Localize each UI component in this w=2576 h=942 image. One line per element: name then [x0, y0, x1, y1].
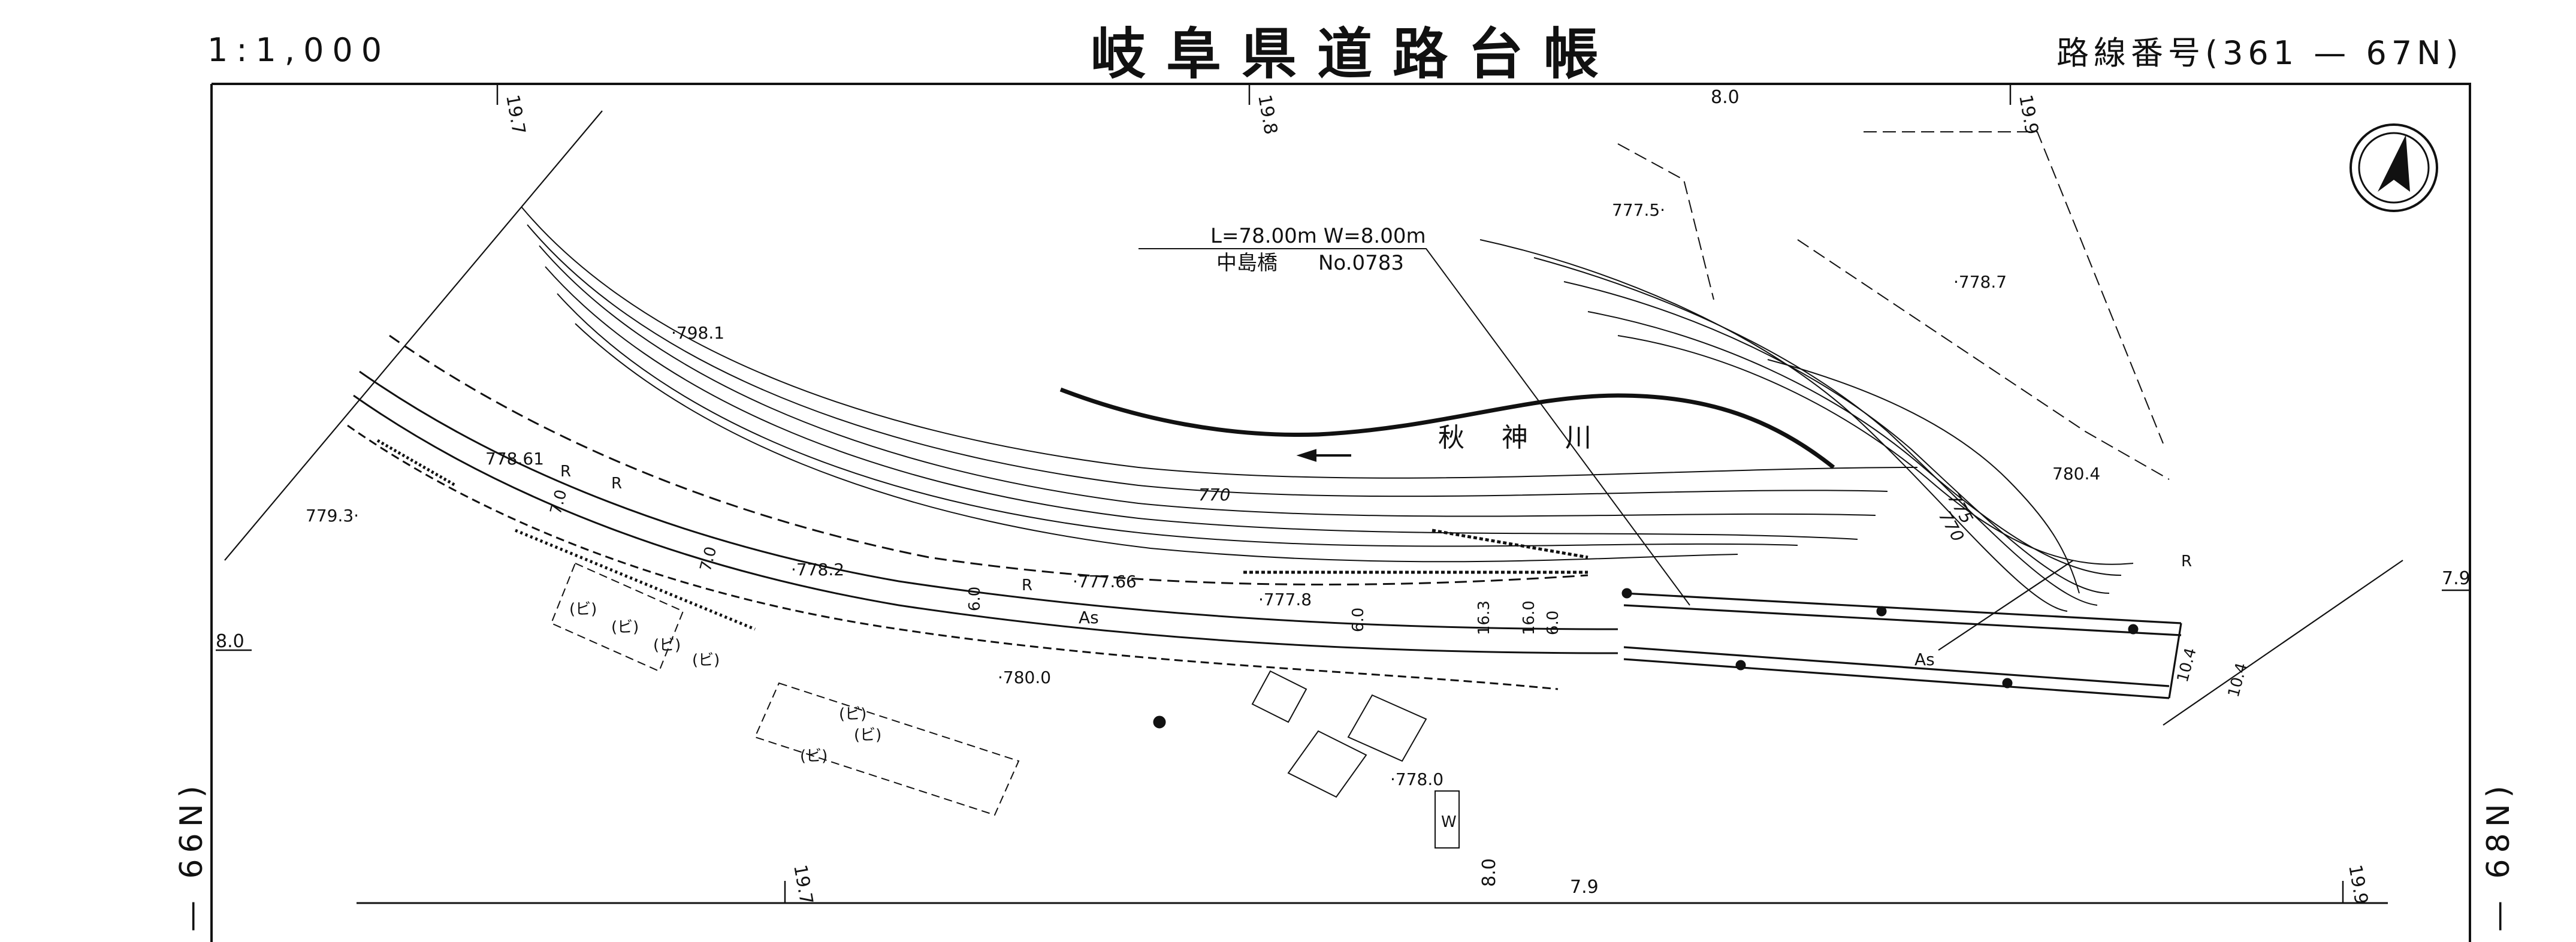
elevation-labels: ·798.1 779.3· 778.61 ·778.2 ·777.66 ·777… [306, 200, 2100, 789]
parking-mark: (ビ) [692, 651, 720, 669]
map-markers: W (ビ) (ビ) (ビ) (ビ) (ビ) (ビ) (ビ) R R R R [560, 463, 2192, 831]
rock-mark: R [1022, 576, 1032, 594]
elevation-point: ·798.1 [671, 323, 724, 343]
road-surface: As [1079, 608, 1099, 627]
contour-label: 770 [1198, 485, 1230, 505]
bridge-name: 中島橋 [1216, 251, 1278, 275]
surface-labels: As As [1079, 608, 1935, 669]
grid-label: 19.9 [2015, 93, 2042, 136]
parking-mark: (ビ) [800, 747, 828, 765]
elevation-point: 780.4 [2052, 464, 2100, 484]
grid-label: 7.9 [2442, 568, 2471, 589]
grid-ticks [216, 84, 2470, 903]
road-width: 6.0 [1544, 611, 1562, 635]
road-width: 16.3 [1475, 600, 1493, 635]
map-title: 岐阜県道路台帳 [1091, 22, 1620, 86]
map-scale: 1:1,000 [207, 31, 391, 69]
elevation-point: 777.5· [1612, 200, 1665, 220]
grid-label: 8.0 [216, 631, 244, 652]
road-width: 16.0 [1520, 600, 1538, 635]
road-surface: As [1914, 650, 1935, 669]
hatched-strips [376, 439, 1589, 631]
elevation-point: ·778.2 [791, 560, 844, 579]
bridge-number: No.0783 [1318, 251, 1404, 275]
grid-label: 19.7 [789, 863, 817, 906]
grid-label: 7.9 [1570, 877, 1599, 898]
parking-mark: (ビ) [653, 636, 681, 654]
road-width: 10.4 [2225, 661, 2251, 699]
bridge-deck [1623, 592, 2182, 699]
road-width: 10.4 [2174, 646, 2200, 684]
grid-label: 19.8 [1254, 93, 1281, 136]
grid-label: 8.0 [1479, 858, 1500, 887]
road-width-labels: 7.0 7.0 6.0 6.0 16.3 16.0 6.0 10.4 10.4 [547, 488, 2251, 699]
elevation-point: 778.61 [485, 449, 544, 469]
flow-arrow [1296, 449, 1351, 462]
grid-label: 19.7 [502, 93, 529, 136]
rock-mark: R [560, 463, 571, 481]
elevation-point: 779.3· [306, 506, 359, 526]
road-width: 7.0 [697, 545, 721, 573]
bridge-leader [1138, 248, 1690, 606]
road-width: 6.0 [1349, 608, 1367, 632]
building-w: W [1441, 813, 1457, 831]
elevation-point: ·777.66 [1073, 572, 1137, 591]
rock-mark: R [611, 475, 622, 493]
road-width: 6.0 [966, 587, 984, 611]
parking-mark: (ビ) [611, 618, 639, 636]
parking-mark: (ビ) [569, 600, 597, 618]
elevation-point: ·780.0 [998, 668, 1051, 687]
grid-label: 19.9 [2344, 863, 2372, 906]
river-banks [521, 206, 2134, 612]
river-name: 秋 神 川 [1438, 422, 1606, 453]
parking-mark: (ビ) [854, 726, 881, 744]
property-lines [1617, 131, 2170, 480]
main-road [347, 334, 1618, 690]
parking-mark: (ビ) [839, 705, 866, 723]
elevation-point: ·778.0 [1390, 769, 1443, 789]
sheet-boundary-lines [224, 110, 2403, 726]
parcel-outlines [550, 562, 1460, 849]
rock-mark: R [2181, 552, 2192, 570]
map-frame [210, 83, 2471, 942]
elevation-point: ·778.7 [1953, 272, 2007, 292]
grid-label: 8.0 [1711, 87, 1740, 108]
survey-markers [1153, 588, 2139, 729]
north-arrow-icon [2349, 123, 2438, 212]
river-centerline [1059, 387, 1835, 469]
bridge-dimensions: L=78.00m W=8.00m [1210, 224, 1426, 248]
route-number: 路線番号(361 — 67N) [2056, 34, 2463, 72]
elevation-point: ·777.8 [1258, 590, 1312, 609]
